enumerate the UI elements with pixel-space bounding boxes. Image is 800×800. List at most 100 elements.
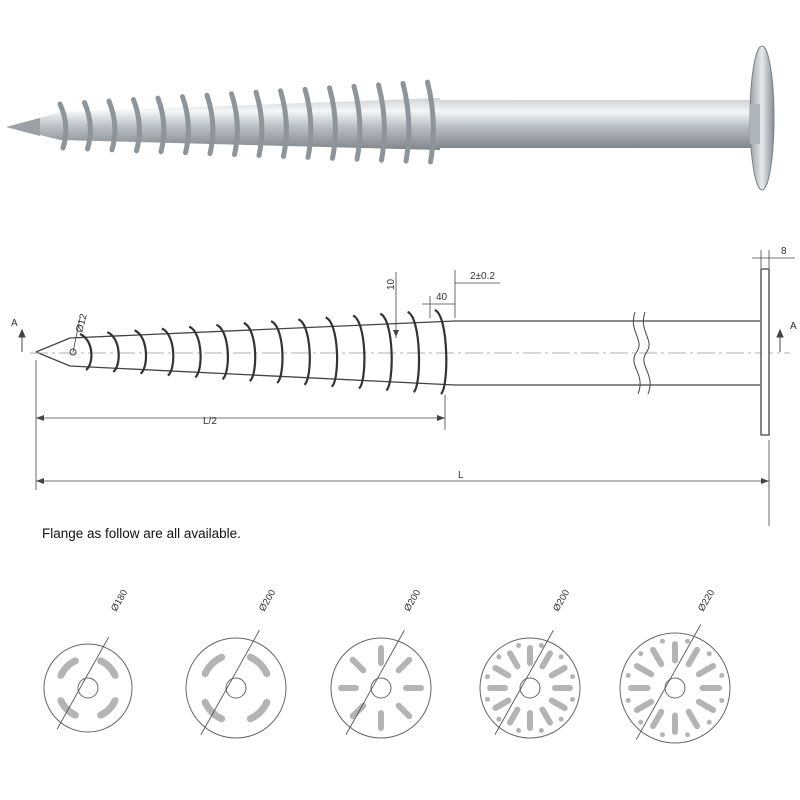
flange-outline — [479, 637, 581, 739]
section-label-right: A — [790, 321, 797, 332]
flange-outline — [185, 637, 287, 739]
thread-ridge — [327, 85, 338, 161]
flange-collar-photo — [750, 104, 760, 144]
flange-hole — [706, 719, 712, 725]
screw-shaft — [440, 100, 758, 148]
flange-option: Ø200 — [185, 588, 287, 739]
flange-hole — [570, 674, 576, 680]
flange-hole — [516, 728, 522, 734]
thread-spiral — [325, 316, 339, 388]
flange-hole — [638, 719, 644, 725]
leader-diameter — [72, 317, 81, 353]
thread-spiral — [270, 320, 284, 384]
screw-threads — [57, 79, 436, 165]
flange-hole — [685, 732, 691, 738]
flange-hole — [538, 642, 544, 648]
flange-hole — [484, 674, 490, 680]
flange-hole — [659, 732, 665, 738]
flange-diameter-line — [345, 630, 405, 735]
flange-slot — [246, 653, 271, 678]
flange-slot — [539, 650, 553, 670]
flange-option: Ø220 — [619, 588, 731, 744]
flange-diameter-label: Ø200 — [257, 588, 278, 614]
break-mark — [632, 311, 641, 395]
flange-slot — [395, 702, 413, 720]
dim-pitch-label: 40 — [436, 292, 448, 303]
flange-hole — [638, 651, 644, 657]
thread-ridge — [278, 88, 289, 159]
flange-hole — [538, 728, 544, 734]
thread-ridge — [82, 100, 93, 152]
flange-hole — [484, 696, 490, 702]
flange-outline — [619, 632, 731, 744]
tip-hole — [69, 348, 77, 356]
flange-outline — [330, 637, 432, 739]
flange-hole — [719, 672, 725, 678]
flange-diameter-line — [200, 630, 260, 735]
dim-arrow — [36, 478, 44, 484]
thread-ridge — [57, 101, 69, 151]
thread-spiral — [243, 321, 257, 382]
flange-slot — [548, 697, 568, 711]
tapered-top-line — [35, 320, 456, 353]
flange-hole — [558, 716, 564, 722]
flange-plate-drawing — [760, 268, 770, 436]
section-arrowhead-right — [776, 328, 784, 338]
flange-slot — [650, 708, 665, 730]
thread-ridge — [229, 91, 240, 158]
flange-diameter-label: Ø180 — [109, 588, 130, 614]
flange-slot — [57, 697, 79, 719]
dim-arrow — [393, 330, 399, 337]
flange-slot — [201, 653, 226, 678]
flange-hole — [496, 654, 502, 660]
flange-slot — [685, 708, 700, 730]
section-label-left: A — [11, 318, 18, 329]
flange-slot — [633, 698, 655, 713]
flange-slot — [695, 663, 717, 678]
dim-arrow — [761, 478, 769, 484]
flange-slot — [507, 650, 521, 670]
flange-slot — [539, 706, 553, 726]
flange-center-hole — [77, 677, 99, 699]
thread-ridge — [106, 98, 118, 153]
flange-slot — [548, 665, 568, 679]
flange-hole — [659, 638, 665, 644]
thread-spiral — [133, 329, 148, 375]
dim-flange-thickness-label: 8 — [781, 246, 787, 257]
flange-outline — [43, 643, 133, 733]
flange-center-hole — [370, 677, 392, 699]
thread-spiral — [106, 331, 120, 373]
flange-slot — [97, 657, 119, 679]
dim-length-label: L — [458, 470, 464, 481]
flange-hole — [570, 696, 576, 702]
flange-center-hole — [225, 677, 247, 699]
thread-spiral — [79, 332, 93, 371]
dim-blade-thickness-label: 2±0.2 — [470, 271, 495, 282]
thread-ridge — [351, 83, 363, 162]
section-arrowhead-left — [18, 328, 26, 338]
dim-arrow — [36, 415, 44, 421]
thread-spiral — [434, 308, 448, 395]
thread-ridge — [180, 94, 191, 156]
flange-slot — [246, 698, 271, 723]
flange-diameter-line — [635, 624, 702, 740]
flange-center-hole — [519, 677, 541, 699]
ground-screw-photo — [6, 45, 775, 191]
thread-spiral — [379, 312, 393, 392]
thread-spiral — [297, 318, 311, 386]
flange-caption: Flange as follow are all available. — [42, 526, 241, 541]
flange-diameter-line — [56, 636, 109, 730]
flange-diameter-line — [494, 630, 554, 735]
flange-hole — [719, 698, 725, 704]
thread-spiral — [188, 325, 202, 379]
dim-blade-height-label: 10 — [386, 278, 397, 290]
thread-spiral — [161, 327, 175, 377]
flange-center-hole — [664, 677, 686, 699]
flange-option: Ø180 — [43, 588, 133, 733]
dim-half-length-label: L/2 — [203, 416, 217, 427]
thread-ridge — [425, 79, 436, 165]
flange-option: Ø200 — [330, 588, 432, 739]
flange-slot — [685, 646, 700, 668]
flange-slot — [97, 697, 119, 719]
